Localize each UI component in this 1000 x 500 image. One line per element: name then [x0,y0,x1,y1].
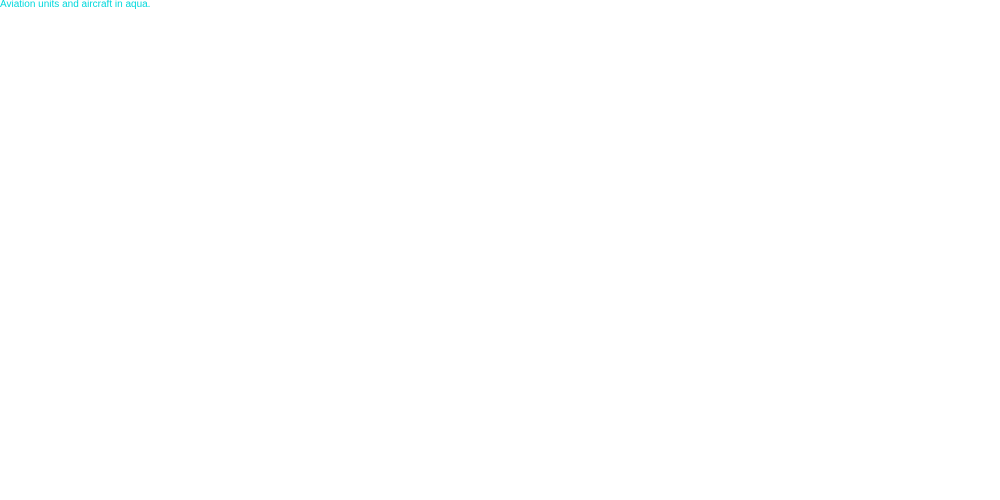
legend-note-text: Aviation units and aircraft in aqua. [0,0,151,10]
